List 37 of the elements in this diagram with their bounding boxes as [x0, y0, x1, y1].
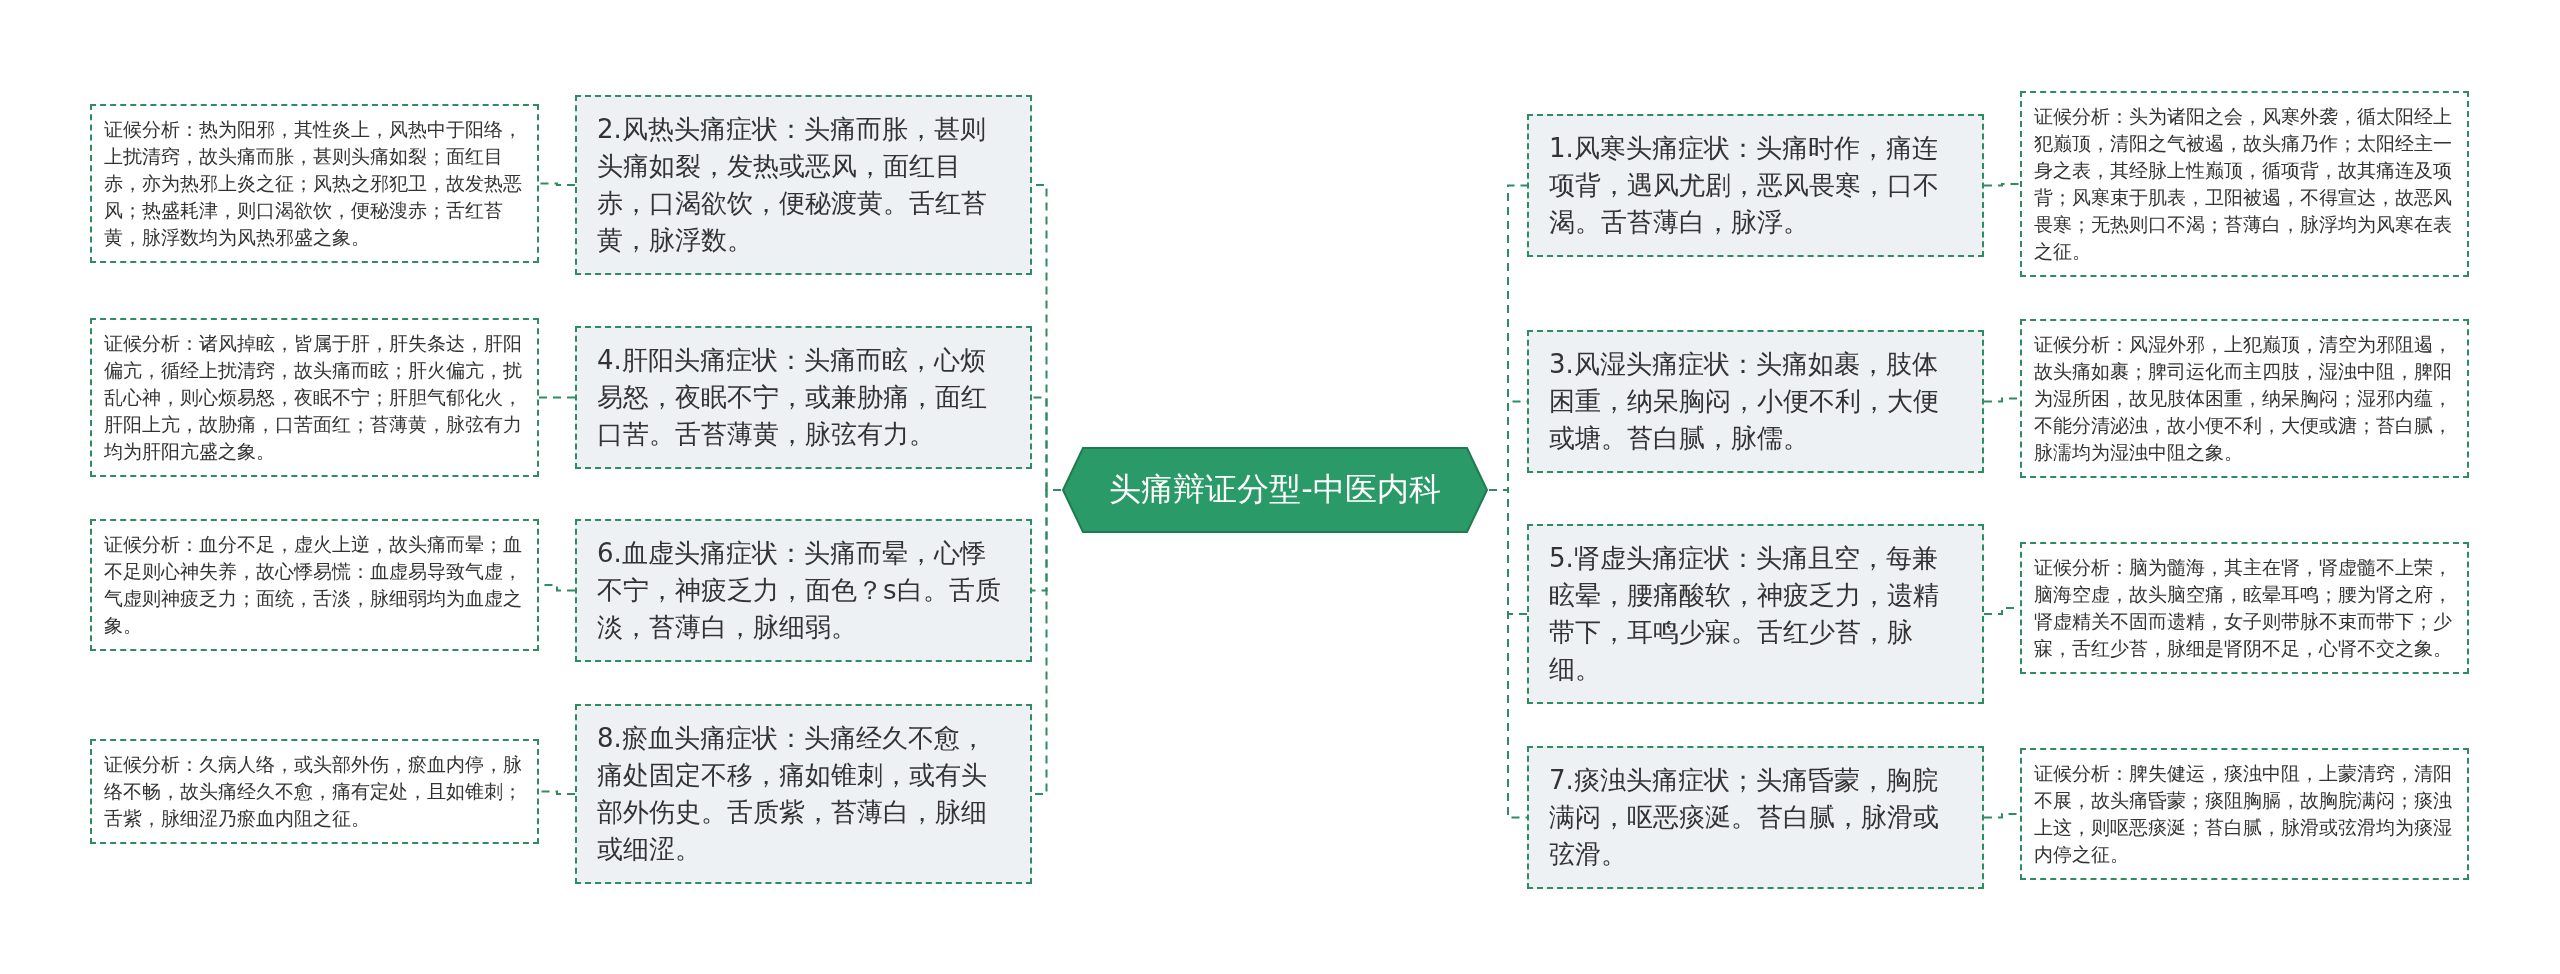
analysis-box: [2020, 542, 2469, 674]
analysis-box: [90, 519, 539, 651]
topic-box: [575, 95, 1032, 275]
connector-line: [538, 396, 576, 399]
analysis-text: 证候分析：血分不足，虚火上逆，故头痛而晕；血不足则心神失养，故心悸易慌：血虚易导致气虚，气虚则神疲乏力；面统，舌淡，脉细弱均为血虚之象。: [104, 532, 523, 638]
analysis-box: [90, 104, 539, 263]
analysis-box: [2020, 748, 2469, 880]
symptom-text: 8.瘀血头痛症状：头痛经久不愈，痛处固定不移，痛如锥刺，或有头部外伤史。舌质紫，苔薄白，脉细或细涩。: [597, 722, 988, 866]
topic-box: [1527, 524, 1984, 704]
analysis-text: 证候分析：久病人络，或头部外伤，瘀血内停，脉络不畅，故头痛经久不愈，痛有定处，且如锥刺；舌紫，脉细涩乃瘀血内阻之征。: [104, 752, 523, 831]
topic-box: [575, 519, 1032, 662]
analysis-box: [2020, 319, 2469, 478]
analysis-text: 证候分析：脾失健运，痰浊中阻，上蒙清窍，清阳不展，故头痛昏蒙；痰阻胸膈，故胸脘满闷；痰浊上这，则呕恶痰涎；苔白腻，脉滑或弦滑均为痰湿内停之征。: [2034, 761, 2453, 867]
topic-box: [1527, 746, 1984, 889]
analysis-text: 证候分析：诸风掉眩，皆属于肝，肝失条达，肝阳偏亢，循经上扰清窍，故头痛而眩；肝火偏亢，扰乱心神，则心烦易怒，夜眠不宁；肝胆气郁化火，肝阳上亢，故胁痛，口苦面红；苔薄黄，脉弦有力均为肝阳亢盛之象。: [104, 331, 523, 464]
symptom-text: 1.风寒头痛症状：头痛时作，痛连项背，遇风尤剧，恶风畏寒，口不渴。舌苔薄白，脉浮。: [1549, 132, 1940, 239]
analysis-text: 证候分析：头为诸阳之会，风寒外袭，循太阳经上犯巅顶，清阳之气被遏，故头痛乃作；太阳经主一身之表，其经脉上性巅顶，循项背，故其痛连及项背；风寒束于肌表，卫阳被遏，不得宣达，故恶风畏寒；无热则口不渴；苔薄白，脉浮均为风寒在表之征。: [2034, 104, 2453, 264]
analysis-text: 证候分析：风湿外邪，上犯巅顶，清空为邪阻遏，故头痛如裹；脾司运化而主四肢，湿浊中阻，脾阳为湿所困，故见肢体困重，纳呆胸闷；湿邪内蕴，不能分清泌浊，故小便不利，大便或溏；苔白腻，脉濡均为湿浊中阻之象。: [2034, 332, 2453, 465]
topic-box: [575, 704, 1032, 884]
symptom-text: 4.肝阳头痛症状：头痛而眩，心烦易怒，夜眠不宁，或兼胁痛，面红口苦。舌苔薄黄，脉弦有力。: [597, 344, 988, 451]
title-text: 头痛辩证分型-中医内科: [1109, 469, 1441, 510]
symptom-text: 7.痰浊头痛症状；头痛昏蒙，胸脘满闷，呕恶痰涎。苔白腻，脉滑或弦滑。: [1549, 764, 1940, 871]
analysis-box: [90, 739, 539, 844]
analysis-text: 证候分析：热为阳邪，其性炎上，风热中于阳络，上扰清窍，故头痛而胀，甚则头痛如裂；面红目赤，亦为热邪上炎之征；风热之邪犯卫，故发热恶风；热盛耗津，则口渴欲饮，便秘溲赤；舌红苔黄，脉浮数均为风热邪盛之象。: [104, 117, 523, 250]
connector-line: [1983, 183, 2021, 187]
topic-box: [1527, 330, 1984, 473]
topic-box: [1527, 114, 1984, 257]
connector-line: [538, 182, 576, 186]
symptom-text: 5.肾虚头痛症状：头痛且空，每兼眩晕，腰痛酸软，神疲乏力，遗精带下，耳鸣少寐。舌红少苔，脉细。: [1549, 542, 1940, 686]
analysis-text: 证候分析：脑为髓海，其主在肾，肾虚髓不上荣，脑海空虚，故头脑空痛，眩晕耳鸣；腰为肾之府，肾虚精关不固而遗精，女子则带脉不束而带下；少寐，舌红少苔，脉细是肾阴不足，心肾不交之象。: [2034, 555, 2453, 661]
analysis-box: [2020, 91, 2469, 277]
symptom-text: 6.血虚头痛症状：头痛而晕，心悸不宁，神疲乏力，面色？s白。舌质淡，苔薄白，脉细弱。: [597, 537, 1002, 644]
connector-line: [1488, 489, 1528, 819]
topic-box: [575, 326, 1032, 469]
symptom-text: 2.风热头痛症状：头痛而胀，甚则头痛如裂，发热或恶风，面红目赤，口渴欲饮，便秘渡黄。舌红苔黄，脉浮数。: [597, 113, 988, 257]
symptom-text: 3.风湿头痛症状：头痛如裹，肢体困重，纳呆胸闷，小便不利，大便或塘。苔白腻，脉儒。: [1549, 348, 1940, 455]
analysis-box: [90, 318, 539, 477]
